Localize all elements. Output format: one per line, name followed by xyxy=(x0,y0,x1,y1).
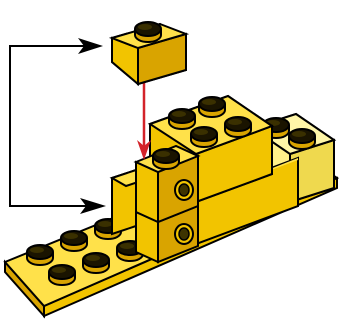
technic-stud xyxy=(152,148,180,170)
upper-stud xyxy=(190,126,218,148)
callout-arrow-top-head xyxy=(78,38,103,54)
loose-brick-stud xyxy=(134,21,162,43)
callout-arrow-bottom-head xyxy=(80,198,106,214)
callout-arrows xyxy=(9,38,106,214)
base-stud xyxy=(26,244,54,266)
base-stud xyxy=(60,230,88,252)
technic-hole-lower xyxy=(174,223,194,245)
upper-stud xyxy=(168,108,196,130)
pale-stud xyxy=(288,128,316,150)
base-stud xyxy=(82,252,110,274)
technic-hole-upper xyxy=(174,179,194,201)
technic-brick-stack xyxy=(133,144,201,264)
upper-stud xyxy=(198,96,226,118)
callout-line xyxy=(9,45,97,207)
placement-arrow-head xyxy=(137,140,151,160)
loose-1x1-brick xyxy=(108,21,190,87)
upper-stud xyxy=(224,116,252,138)
placement-arrow xyxy=(137,80,151,160)
base-stud xyxy=(48,264,76,286)
